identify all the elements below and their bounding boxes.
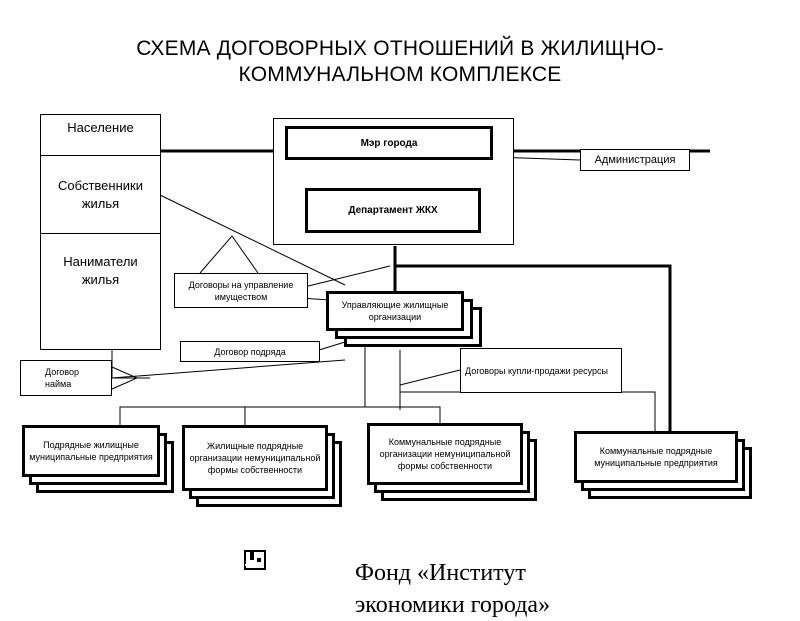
population-divider-2 <box>41 233 160 234</box>
footer-text: Фонд «Институт экономики города» <box>355 557 550 621</box>
mayor-box: Мэр города <box>285 126 493 160</box>
tenants-cell: Наниматели жилья <box>63 254 138 287</box>
administration-label: Администрация <box>580 149 690 171</box>
housing-contract-municipal-box: Подрядные жилищные муниципальные предпри… <box>22 425 160 477</box>
management-contracts-callout: Договоры на управление имуществом <box>174 273 308 308</box>
population-divider-1 <box>41 155 160 156</box>
footer-line-1: Фонд «Институт <box>355 560 526 586</box>
rental-pointer-triangle <box>111 366 139 390</box>
purchase-line-1 <box>399 369 461 386</box>
rental-to-managing-line <box>111 359 346 379</box>
population-column: Население Собственники жилья Наниматели … <box>40 114 161 350</box>
housing-nonmunicipal-stack: Жилищные подрядные организации немуницип… <box>182 425 348 513</box>
fund-logo-icon <box>244 550 266 570</box>
managing-organizations-box: Управляющие жилищные организации <box>326 291 464 331</box>
housing-contract-nonmunicipal-box: Жилищные подрядные организации немуницип… <box>182 425 328 491</box>
contract-work-line <box>318 341 346 351</box>
title-line-1: СХЕМА ДОГОВОРНЫХ ОТНОШЕНИЙ В ЖИЛИЩНО- <box>136 37 664 60</box>
footer-line-2: экономики города» <box>355 592 551 618</box>
purchase-contracts-callout: Договоры купли-продажи ресурсы <box>460 348 622 393</box>
managing-organizations-stack: Управляющие жилищные организации <box>326 291 486 351</box>
communal-contract-municipal-box: Коммунальные подрядные муниципальные пре… <box>574 431 738 483</box>
contract-work-callout: Договор подряда <box>180 341 320 362</box>
rental-contract-callout: Договор найма <box>20 360 112 396</box>
communal-municipal-stack: Коммунальные подрядные муниципальные пре… <box>574 431 760 511</box>
diagram-title: СХЕМА ДОГОВОРНЫХ ОТНОШЕНИЙ В ЖИЛИЩНО- КО… <box>0 36 800 88</box>
distribution-line <box>119 406 441 425</box>
department-box: Департамент ЖКХ <box>305 188 481 233</box>
rental-pointer <box>111 350 150 379</box>
communal-contract-nonmunicipal-box: Коммунальные подрядные организации немун… <box>367 423 523 485</box>
housing-municipal-stack: Подрядные жилищные муниципальные предпри… <box>22 425 182 497</box>
management-callout-pointer <box>199 235 259 274</box>
management-callout-line-a <box>299 265 391 289</box>
owners-diagonal <box>159 194 346 286</box>
population-header: Население <box>67 120 134 135</box>
title-line-2: КОММУНАЛЬНОМ КОМПЛЕКСЕ <box>238 63 562 86</box>
communal-nonmunicipal-stack: Коммунальные подрядные организации немун… <box>367 423 547 503</box>
right-branch-connector <box>395 264 672 432</box>
owners-cell: Собственники жилья <box>58 178 143 211</box>
